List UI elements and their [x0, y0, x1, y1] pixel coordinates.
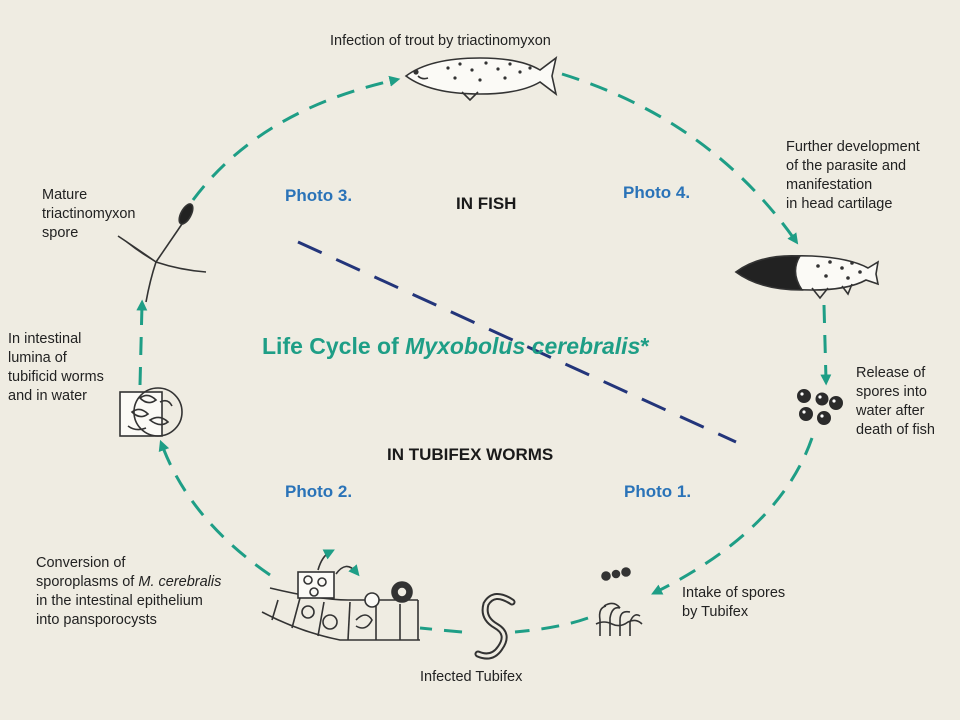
- fish-worm-divider: [297, 240, 737, 444]
- mature-spore-icon: [117, 203, 207, 303]
- arrow-mature-to-infection: [191, 75, 401, 201]
- stage-infected-label: Infected Tubifex: [420, 669, 523, 685]
- cycle-arrows: [136, 72, 832, 634]
- trout-top-icon: [404, 56, 558, 102]
- title-suffix: *: [640, 333, 650, 359]
- photo-2-label: Photo 2.: [285, 482, 353, 501]
- arrow-lumina-to-mature: [136, 299, 148, 386]
- zone-label-worms: IN TUBIFEX WORMS: [387, 445, 554, 464]
- stage-infection-label: Infection of trout by triactinomyxon: [330, 33, 551, 49]
- title-prefix: Life Cycle of: [262, 333, 406, 359]
- infected-tubifex-icon: [474, 593, 516, 660]
- stage-intake-label: Intake of spores by Tubifex: [682, 585, 786, 620]
- arrow-conversion-to-lumina: [158, 439, 271, 577]
- intestinal-lumina-icon: [119, 387, 183, 437]
- released-spores-icon: [797, 389, 843, 425]
- title-species: Myxobolus cerebralis: [405, 333, 641, 359]
- stage-development-label: Further development of the parasite and …: [786, 139, 920, 212]
- photo-1-label: Photo 1.: [624, 482, 692, 501]
- arrow-infected-to-conversion: [419, 626, 463, 634]
- zone-label-fish: IN FISH: [456, 194, 517, 213]
- tubifex-intake-icon: [595, 567, 643, 636]
- arrow-infection-to-development: [561, 72, 799, 245]
- photo-4-label: Photo 4.: [623, 183, 691, 202]
- diagram-title: Life Cycle of Myxobolus cerebralis*: [262, 333, 649, 360]
- stage-lumina-label: In intestinal lumina of tubificid worms …: [8, 331, 104, 404]
- infected-trout-icon: [734, 255, 880, 300]
- photo-3-label: Photo 3.: [285, 186, 353, 205]
- arrow-intake-to-infected: [514, 616, 589, 634]
- stage-mature-label: Mature triactinomyxon spore: [42, 187, 136, 241]
- stage-release-label: Release of spores into water after death…: [856, 365, 935, 438]
- intestinal-epithelium-icon: [261, 549, 420, 641]
- arrow-release-to-intake: [651, 437, 814, 595]
- stage-conversion-label: Conversion of sporoplasms of M. cerebral…: [36, 555, 222, 628]
- arrow-development-to-release: [820, 304, 832, 386]
